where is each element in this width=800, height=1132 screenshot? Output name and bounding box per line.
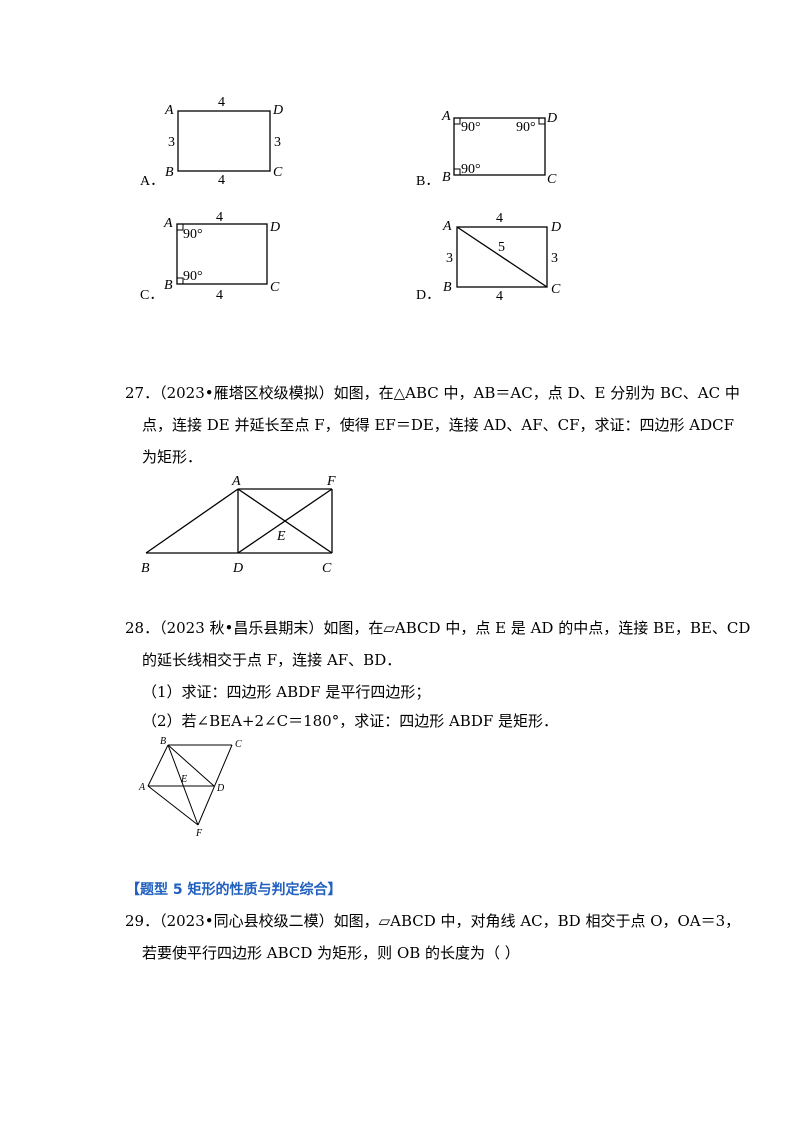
q29-line-1: 29．（2023•同心县校级二模）如图，▱ABCD 中，对角线 AC，BD 相交… xyxy=(125,912,741,930)
option-a-vertex-d: D xyxy=(272,103,283,118)
q28-segment-bd xyxy=(167,744,215,787)
q28-part-2: （2）若∠BEA+2∠C＝180°，求证：四边形 ABDF 是矩形． xyxy=(142,712,559,730)
option-d: A D B C 4 4 3 3 5 D． xyxy=(416,211,561,304)
option-d-vertex-c: C xyxy=(551,282,561,297)
option-b-label: B． xyxy=(416,174,439,189)
q27-segment-ab xyxy=(145,488,239,554)
q28-label-e: E xyxy=(180,774,187,785)
option-d-vertex-a: A xyxy=(442,219,452,234)
option-c-right-angle-b xyxy=(177,277,184,284)
q27-label-e: E xyxy=(276,529,286,544)
option-b-angle-b: 90° xyxy=(461,162,481,177)
option-a-right-length: 3 xyxy=(274,135,281,150)
q28-line-2: 的延长线相交于点 F，连接 AF、BD． xyxy=(142,651,402,669)
q27-label-d: D xyxy=(232,561,243,576)
option-a-left-length: 3 xyxy=(168,135,175,150)
option-a-vertex-a: A xyxy=(164,103,174,118)
option-c-label: C． xyxy=(140,288,163,303)
option-c-top-length: 4 xyxy=(216,210,223,225)
option-b-right-angle-a xyxy=(454,118,461,125)
q27-line-1: 27．（2023•雁塔区校级模拟）如图，在△ABC 中，AB＝AC，点 D、E … xyxy=(125,384,740,402)
q28-label-b: B xyxy=(160,736,166,747)
q28-segment-af xyxy=(147,785,199,826)
option-c-right-angle-a xyxy=(177,224,184,231)
option-d-diagonal-length: 5 xyxy=(498,240,505,255)
q28-line-1: 28．（2023 秋•昌乐县期末）如图，在▱ABCD 中，点 E 是 AD 的中… xyxy=(125,619,751,637)
option-d-label: D． xyxy=(416,288,440,303)
option-a-rectangle xyxy=(177,110,271,172)
q28-part-1: （1）求证：四边形 ABDF 是平行四边形； xyxy=(142,683,431,701)
q26-options-figure: A D B C 4 4 3 3 A． A D B C 90° 90° 90° B… xyxy=(140,95,561,304)
option-a: A D B C 4 4 3 3 A． xyxy=(140,95,283,189)
option-c-vertex-a: A xyxy=(163,216,173,231)
option-d-left-length: 3 xyxy=(446,251,453,266)
option-b-right-angle-b xyxy=(454,168,461,175)
q28-segment-bf xyxy=(167,744,199,826)
option-d-diagonal xyxy=(456,226,548,288)
option-c-vertex-c: C xyxy=(270,280,280,295)
option-d-bottom-length: 4 xyxy=(496,289,503,304)
q28-figure: B C A E D F xyxy=(138,736,242,839)
option-a-bottom-length: 4 xyxy=(218,173,225,188)
option-d-rectangle xyxy=(456,226,548,288)
option-d-vertex-d: D xyxy=(550,220,561,235)
option-b-rectangle xyxy=(453,117,546,176)
option-a-vertex-b: B xyxy=(165,165,174,180)
q27-line-2: 点，连接 DE 并延长至点 F，使得 EF＝DE，连接 AD、AF、CF，求证：… xyxy=(142,416,735,434)
option-b-angle-d: 90° xyxy=(516,120,536,135)
option-c-rectangle xyxy=(176,223,268,285)
q27-label-c: C xyxy=(322,561,332,576)
q27-line-3: 为矩形． xyxy=(142,448,203,466)
option-b-vertex-b: B xyxy=(442,170,451,185)
option-b-vertex-a: A xyxy=(441,109,451,124)
option-c-bottom-length: 4 xyxy=(216,288,223,303)
option-b-vertex-d: D xyxy=(546,111,557,126)
q27-label-f: F xyxy=(326,474,336,489)
q28-label-a: A xyxy=(138,782,146,793)
option-a-vertex-c: C xyxy=(273,165,283,180)
option-c-angle-b: 90° xyxy=(183,269,203,284)
q28-label-d: D xyxy=(216,783,225,794)
option-c-vertex-b: B xyxy=(164,278,173,293)
q29-line-2: 若要使平行四边形 ABCD 为矩形，则 OB 的长度为（ ） xyxy=(142,944,520,962)
q27-label-a: A xyxy=(231,474,241,489)
option-a-top-length: 4 xyxy=(218,95,225,110)
q28-label-c: C xyxy=(235,739,242,750)
option-b-vertex-c: C xyxy=(547,172,557,187)
option-d-vertex-b: B xyxy=(443,280,452,295)
option-a-label: A． xyxy=(140,174,164,189)
q28-label-f: F xyxy=(195,828,203,839)
q27-figure: A F E B D C xyxy=(141,474,336,576)
option-c-vertex-d: D xyxy=(269,220,280,235)
option-d-top-length: 4 xyxy=(496,211,503,226)
option-c: A D B C 4 4 90° 90° C． xyxy=(140,210,280,303)
section-title-type5: 【题型 5 矩形的性质与判定综合】 xyxy=(126,882,342,898)
option-b: A D B C 90° 90° 90° B． xyxy=(416,109,557,189)
option-b-right-angle-d xyxy=(538,118,545,125)
q27-segment-df xyxy=(237,488,333,554)
q28-segment-cf xyxy=(197,744,233,826)
q28-segment-ba xyxy=(147,744,169,787)
option-b-angle-a: 90° xyxy=(461,120,481,135)
option-c-angle-a: 90° xyxy=(183,227,203,242)
q27-label-b: B xyxy=(141,561,150,576)
option-d-right-length: 3 xyxy=(551,251,558,266)
